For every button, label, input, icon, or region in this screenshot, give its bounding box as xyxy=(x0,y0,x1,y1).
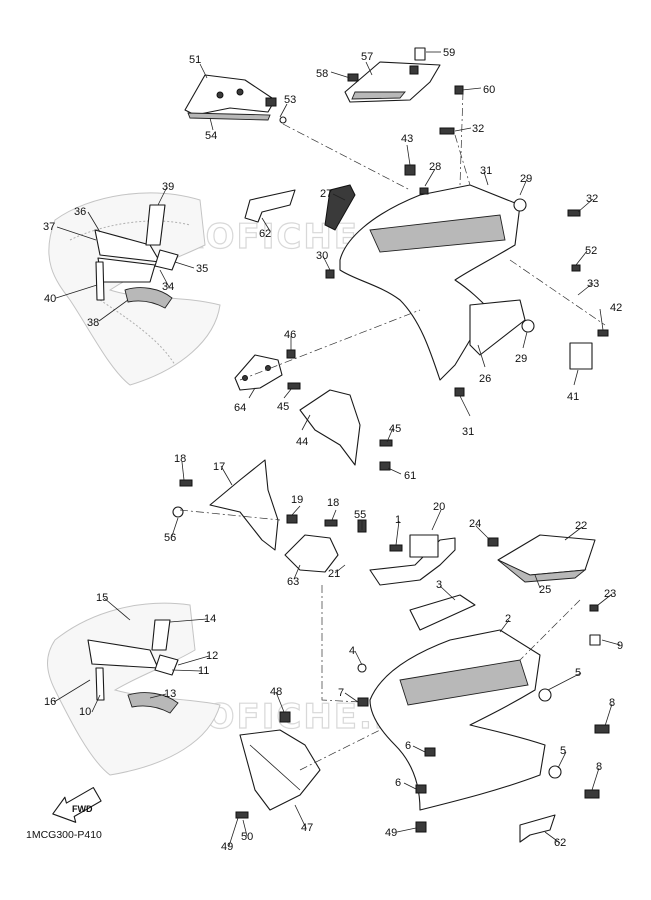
callout-32-top: 32 xyxy=(472,123,484,135)
ghost-lower-left-fairing xyxy=(47,602,221,776)
callout-18-mid: 18 xyxy=(327,497,339,509)
callout-16: 16 xyxy=(44,696,56,708)
callout-2: 2 xyxy=(505,613,511,625)
callout-4: 4 xyxy=(349,645,355,657)
callout-29-top: 29 xyxy=(520,173,532,185)
callout-6-top: 6 xyxy=(405,740,411,752)
callout-39: 39 xyxy=(162,181,174,193)
ghost-upper-left-fairing xyxy=(48,192,221,386)
callout-48: 48 xyxy=(270,686,282,698)
callout-26: 26 xyxy=(479,373,491,385)
callout-36: 36 xyxy=(74,206,86,218)
callout-18-left: 18 xyxy=(174,453,186,465)
callout-57: 57 xyxy=(361,51,373,63)
callout-45-lower: 45 xyxy=(389,423,401,435)
callout-42: 42 xyxy=(610,302,622,314)
callout-62-bottom: 62 xyxy=(554,837,566,849)
callout-49-left: 49 xyxy=(221,841,233,853)
callout-41: 41 xyxy=(567,391,579,403)
callout-30: 30 xyxy=(316,250,328,262)
part-62-decal-upper xyxy=(244,189,296,223)
callout-20: 20 xyxy=(433,501,445,513)
callout-49-right: 49 xyxy=(385,827,397,839)
callout-7: 7 xyxy=(338,687,344,699)
callout-31-mid: 31 xyxy=(462,426,474,438)
callout-9: 9 xyxy=(617,640,623,652)
fwd-label: FWD xyxy=(72,804,93,814)
callout-34: 34 xyxy=(162,281,174,293)
callout-53: 53 xyxy=(284,94,296,106)
callout-45-upper: 45 xyxy=(277,401,289,413)
callout-54: 54 xyxy=(205,130,217,142)
callout-21: 21 xyxy=(328,568,340,580)
callout-29-mid: 29 xyxy=(515,353,527,365)
callout-numbers: 51 57 59 58 60 53 54 32 43 28 31 29 39 2… xyxy=(43,47,623,853)
callout-64: 64 xyxy=(234,402,246,414)
callout-60: 60 xyxy=(483,84,495,96)
part-2-lower-cowl xyxy=(369,594,601,811)
callout-24: 24 xyxy=(469,518,481,530)
fwd-arrow-icon: FWD xyxy=(52,787,102,823)
callout-6-bottom: 6 xyxy=(395,777,401,789)
callout-50: 50 xyxy=(241,831,253,843)
part-62-decal-lower xyxy=(519,814,556,843)
callout-46: 46 xyxy=(284,329,296,341)
leader-lines xyxy=(55,51,604,475)
callout-28: 28 xyxy=(429,161,441,173)
callout-59: 59 xyxy=(443,47,455,59)
callout-23: 23 xyxy=(604,588,616,600)
callout-10: 10 xyxy=(79,706,91,718)
callout-13: 13 xyxy=(164,688,176,700)
callout-35: 35 xyxy=(196,263,208,275)
callout-31-top: 31 xyxy=(480,165,492,177)
callout-55: 55 xyxy=(354,509,366,521)
callout-19: 19 xyxy=(291,494,303,506)
callout-62-top: 62 xyxy=(259,228,271,240)
part-17-bracket xyxy=(209,459,279,551)
part-22-cover xyxy=(497,534,596,583)
callout-43: 43 xyxy=(401,133,413,145)
callout-15: 15 xyxy=(96,592,108,604)
callout-1: 1 xyxy=(395,514,401,526)
callout-58: 58 xyxy=(316,68,328,80)
assembly-lines xyxy=(179,91,606,771)
part-51-cover xyxy=(184,74,287,124)
part-47-side-panel xyxy=(239,729,321,811)
left-fairing-inner-parts xyxy=(94,204,179,309)
callout-40: 40 xyxy=(44,293,56,305)
callout-12: 12 xyxy=(206,650,218,662)
callout-8-top: 8 xyxy=(609,697,615,709)
part-20-bracket xyxy=(369,534,456,586)
callout-32-right: 32 xyxy=(586,193,598,205)
part-63-bracket xyxy=(284,534,339,573)
diagram-code: 1MCG300-P410 xyxy=(26,829,102,841)
part-57-bracket xyxy=(344,47,464,103)
callout-61: 61 xyxy=(404,470,416,482)
callout-5-top: 5 xyxy=(575,667,581,679)
callout-44: 44 xyxy=(296,436,308,448)
callout-56: 56 xyxy=(164,532,176,544)
part-44-bracket xyxy=(299,389,361,466)
callout-25: 25 xyxy=(539,584,551,596)
leader-lines-lower xyxy=(53,461,621,847)
callout-52: 52 xyxy=(585,245,597,257)
fasteners xyxy=(172,127,610,833)
callout-51: 51 xyxy=(189,54,201,66)
callout-11: 11 xyxy=(198,665,209,677)
callout-38: 38 xyxy=(87,317,99,329)
callout-37: 37 xyxy=(43,221,55,233)
callout-8-bottom: 8 xyxy=(596,761,602,773)
callout-14: 14 xyxy=(204,613,216,625)
callout-33: 33 xyxy=(587,278,599,290)
callout-3: 3 xyxy=(436,579,442,591)
part-26-upper-fairing xyxy=(324,164,593,397)
callout-47: 47 xyxy=(301,822,313,834)
callout-5-bottom: 5 xyxy=(560,745,566,757)
callout-22: 22 xyxy=(575,520,587,532)
callout-17: 17 xyxy=(213,461,225,473)
callout-63: 63 xyxy=(287,576,299,588)
callout-27: 27 xyxy=(320,188,332,200)
